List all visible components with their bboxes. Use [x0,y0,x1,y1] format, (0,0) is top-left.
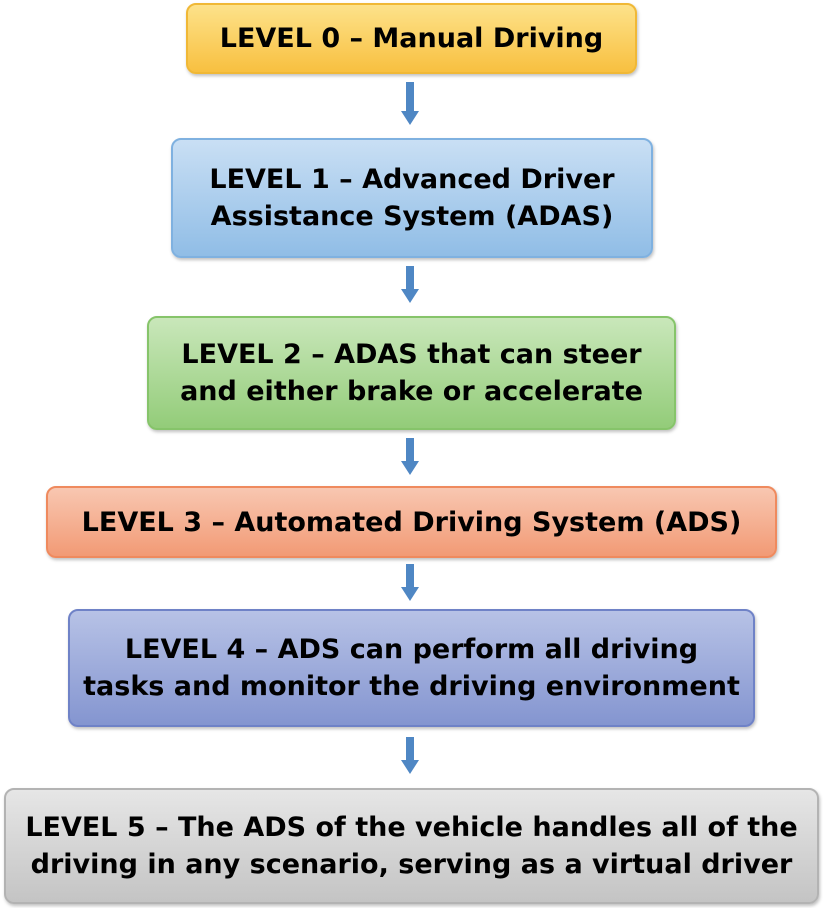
level-5-label-line-1: LEVEL 5 – The ADS of the vehicle handles… [25,812,798,843]
level-4-label-line-1: LEVEL 4 – ADS can perform all driving [124,634,699,665]
level-3-box: LEVEL 3 – Automated Driving System (ADS) [46,486,777,558]
down-arrow-icon [401,737,419,774]
level-5-label-line-2: driving in any scenario, serving as a vi… [30,849,793,880]
level-0-label: LEVEL 0 – Manual Driving [219,23,604,54]
level-0-box: LEVEL 0 – Manual Driving [186,3,637,74]
level-1-label-line-2: Assistance System (ADAS) [210,201,614,232]
level-2-label-line-1: LEVEL 2 – ADAS that can steer [181,339,642,370]
level-1-label-line-1: LEVEL 1 – Advanced Driver [209,164,615,195]
level-4-label-line-2: tasks and monitor the driving environmen… [83,671,740,702]
down-arrow-icon [401,82,419,125]
down-arrow-icon [401,266,419,303]
level-1-box: LEVEL 1 – Advanced Driver Assistance Sys… [171,138,653,258]
down-arrow-icon [401,564,419,601]
level-3-label: LEVEL 3 – Automated Driving System (ADS) [81,506,742,538]
level-4-box: LEVEL 4 – ADS can perform all driving ta… [68,609,755,727]
down-arrow-icon [401,438,419,475]
level-5-box: LEVEL 5 – The ADS of the vehicle handles… [4,788,819,904]
level-2-box: LEVEL 2 – ADAS that can steer and either… [147,316,676,430]
level-2-label-line-2: and either brake or accelerate [180,376,643,407]
